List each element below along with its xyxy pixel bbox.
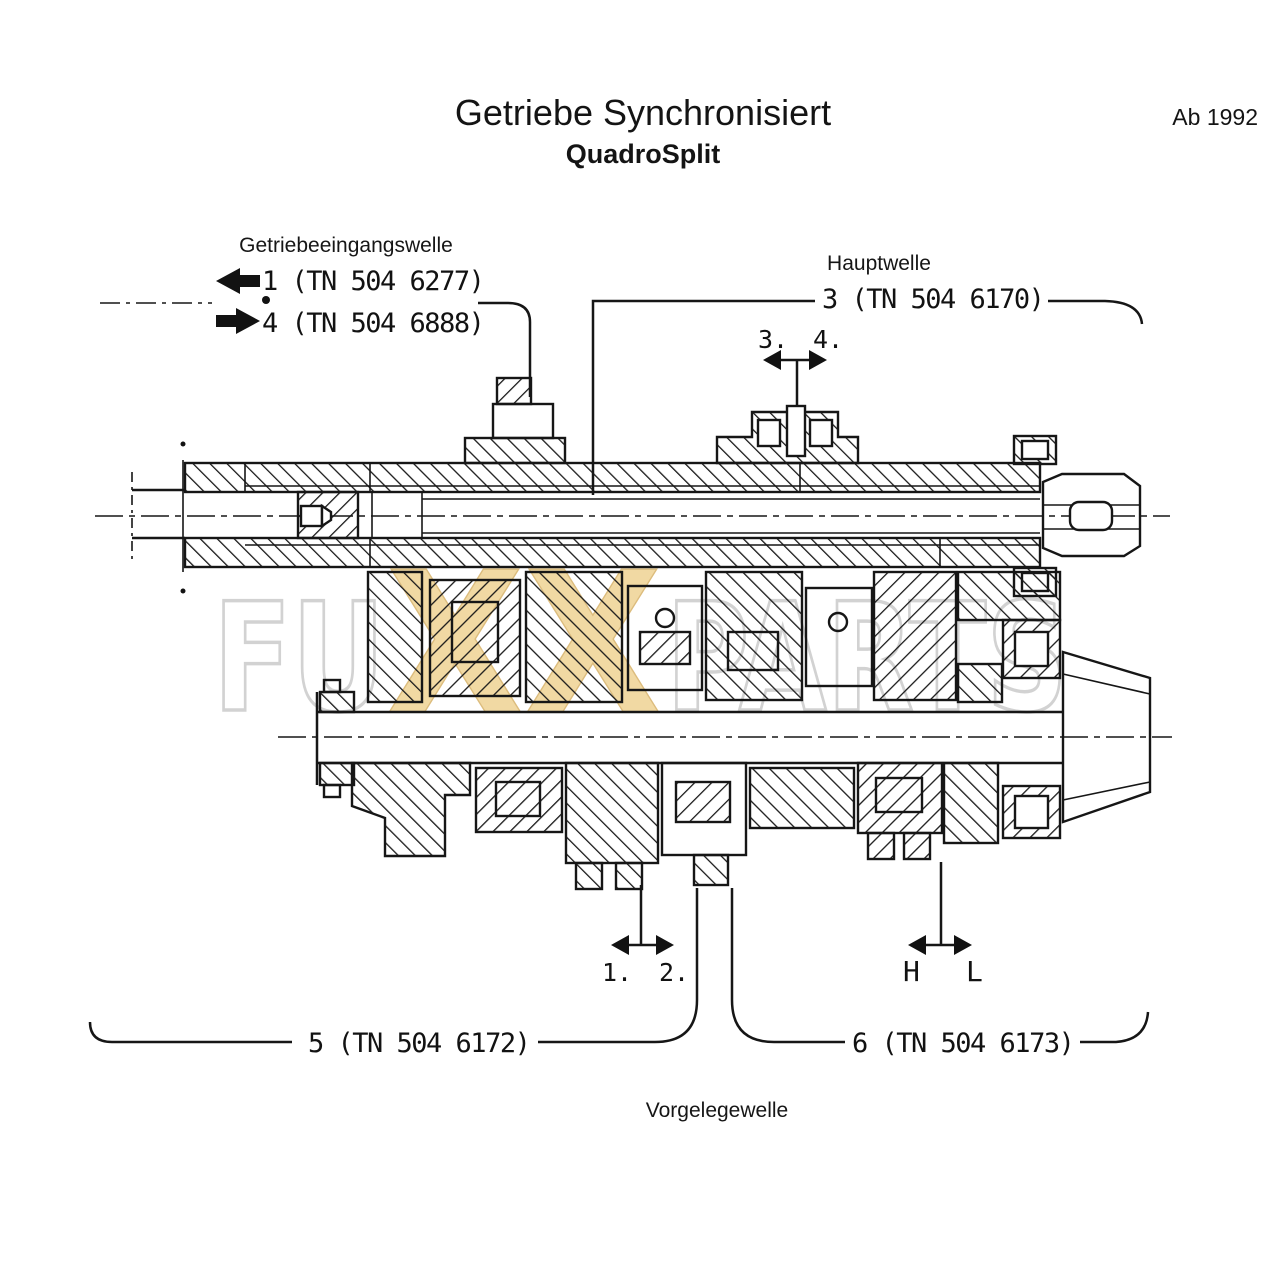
gear-wheel xyxy=(856,761,944,835)
gear-window xyxy=(874,776,924,814)
bearing-roller xyxy=(1013,630,1050,668)
arrow-left-icon xyxy=(611,935,629,955)
gear-tooth xyxy=(574,861,604,891)
end-collar xyxy=(318,761,356,787)
part-ref-4: 4 (TN 504 6888) xyxy=(262,308,483,339)
arrow-right-icon xyxy=(809,350,827,370)
counter-shaft-assembly xyxy=(278,618,1172,840)
mid-gear-cluster xyxy=(366,570,1062,704)
cone-line xyxy=(1062,781,1151,801)
fork-pin xyxy=(495,376,533,406)
bearing-roller xyxy=(1013,794,1050,830)
gear-wheel xyxy=(428,578,522,698)
datum-dot-top xyxy=(180,441,186,447)
gearbox-drawing xyxy=(95,376,1172,891)
label-main-shaft: Hauptwelle xyxy=(827,252,931,275)
housing-web xyxy=(956,570,1062,622)
detent-ball xyxy=(654,607,676,629)
leader-part6-left xyxy=(730,888,845,1044)
end-nib xyxy=(322,678,342,694)
watermark-left-text: FU xyxy=(213,572,385,746)
marker-range-high: H xyxy=(903,955,920,988)
synchro-body xyxy=(626,584,704,692)
output-hex-coupler xyxy=(1041,472,1142,558)
text-labels: Getriebe Synchronisiert QuadroSplit Ab 1… xyxy=(239,92,1258,1122)
gear-tooth xyxy=(902,831,932,861)
bearing-flange xyxy=(350,761,472,858)
part-ref-3: 3 (TN 504 6170) xyxy=(822,284,1043,315)
part-ref-5: 5 (TN 504 6172) xyxy=(308,1028,529,1059)
hex-slot xyxy=(1068,500,1114,532)
arrow-right-icon xyxy=(656,935,674,955)
arrow-left-icon xyxy=(763,350,781,370)
range-gear xyxy=(942,761,1000,845)
gear-wheel xyxy=(524,570,624,704)
shift-arrow-3-4 xyxy=(763,350,827,406)
datum-dot-bottom xyxy=(180,588,186,594)
leader-part5-left xyxy=(88,1021,292,1044)
arrow-left-icon xyxy=(216,268,260,294)
plug-bolt-tip xyxy=(320,503,333,529)
arrow-right-icon xyxy=(216,308,260,334)
leader-part3-right xyxy=(1048,299,1144,325)
leader-part3-left xyxy=(591,299,815,495)
part-ref-1: 1 (TN 504 6277) xyxy=(262,266,483,297)
synchro-stem xyxy=(785,404,807,458)
output-cone xyxy=(1061,650,1152,824)
fork-base xyxy=(463,436,567,465)
reference-dot xyxy=(262,296,270,304)
gear-wheel xyxy=(704,570,804,702)
marker-gear-1: 1. xyxy=(602,958,632,987)
gear-hub xyxy=(674,780,732,824)
marker-range-low: L xyxy=(966,955,983,988)
gear-wheel xyxy=(564,761,660,865)
end-collar xyxy=(318,690,356,714)
leader-part5-right xyxy=(538,888,699,1044)
gear-window xyxy=(450,600,500,664)
gear-window xyxy=(726,630,780,672)
gear-tooth xyxy=(614,861,644,891)
shift-fork xyxy=(491,402,555,440)
bearing-roller xyxy=(1020,439,1050,461)
synchro-window xyxy=(808,418,834,448)
cone-line xyxy=(1062,673,1151,695)
edition-note: Ab 1992 xyxy=(1172,104,1258,130)
shaft-wall-bottom xyxy=(183,536,1042,569)
lower-gear-cluster xyxy=(350,761,1000,891)
shaft-wall-top xyxy=(183,461,1042,494)
synchro-ring xyxy=(638,630,692,666)
leader-part1 xyxy=(478,301,532,397)
gear-wheel xyxy=(748,766,856,830)
main-shaft-assembly xyxy=(95,376,1170,598)
housing-web xyxy=(956,662,1004,704)
label-counter-shaft: Vorgelegewelle xyxy=(646,1099,788,1122)
synchro-body xyxy=(804,586,874,688)
plug-bolt xyxy=(299,504,324,528)
part-ref-6: 6 (TN 504 6173) xyxy=(852,1028,1073,1059)
gear-flange xyxy=(366,570,424,704)
marker-gear-3: 3. xyxy=(758,325,788,354)
gear-wheel xyxy=(872,570,958,702)
end-nib xyxy=(322,783,342,799)
detent-ball xyxy=(827,611,849,633)
page-title: Getriebe Synchronisiert xyxy=(455,92,831,133)
shift-arrow-h-l xyxy=(908,862,972,955)
gear-tooth xyxy=(692,853,730,887)
leader-part6-right xyxy=(1080,1011,1150,1044)
synchro-window xyxy=(756,418,782,448)
page-subtitle: QuadroSplit xyxy=(566,139,721,169)
gear-tooth xyxy=(866,831,896,861)
marker-gear-2: 2. xyxy=(659,958,689,987)
arrow-right-icon xyxy=(954,935,972,955)
marker-gear-4: 4. xyxy=(813,325,843,354)
arrow-left-icon xyxy=(908,935,926,955)
shift-arrow-1-2 xyxy=(611,885,674,955)
gear-wheel xyxy=(474,766,564,834)
callouts xyxy=(88,268,1150,1044)
gear-window xyxy=(494,780,542,818)
label-input-shaft: Getriebeeingangswelle xyxy=(239,234,453,257)
